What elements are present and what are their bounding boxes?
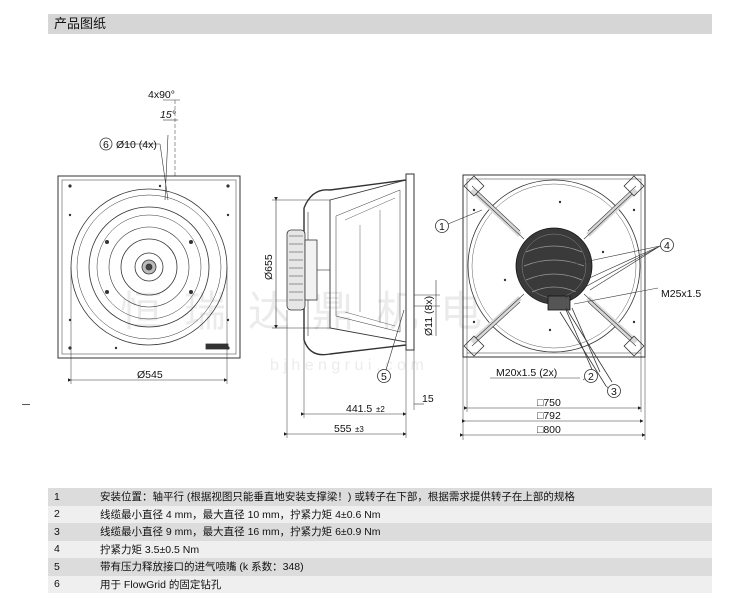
note-text: 线缆最小直径 4 mm，最大直径 10 mm，拧紧力矩 4±0.6 Nm	[96, 505, 712, 523]
dim-555-tol: ±3	[355, 425, 364, 434]
callout-1-circle	[435, 219, 449, 233]
m20-label: M20x1.5 (2x)	[496, 367, 557, 379]
note-number: 2	[48, 505, 96, 523]
sq-792-label: □792	[537, 410, 561, 422]
watermark-url: b j h e n g r u i . c o m	[270, 357, 424, 374]
table-row: 2 线缆最小直径 4 mm，最大直径 10 mm，拧紧力矩 4±0.6 Nm	[48, 505, 712, 523]
table-row: 1 安装位置：轴平行 (根据视图只能垂直地安装支撑梁！) 或转子在下部，根据需求…	[48, 488, 712, 506]
drawing-canvas: 恒瑞达鼎机电 b j h e n g r u i . c o m	[57, 89, 701, 440]
note-text: 线缆最小直径 9 mm，最大直径 16 mm，拧紧力矩 6±0.9 Nm	[96, 523, 712, 541]
section-header: 产品图纸	[48, 14, 712, 34]
dia-655-label: Ø655	[263, 254, 275, 280]
front-view	[57, 99, 241, 384]
table-row: 3 线缆最小直径 9 mm，最大直径 16 mm，拧紧力矩 6±0.9 Nm	[48, 523, 712, 541]
margin-mark	[22, 404, 30, 405]
note-text: 安装位置：轴平行 (根据视图只能垂直地安装支撑梁！) 或转子在下部，根据需求提供…	[96, 488, 712, 506]
callout-6-circle	[99, 137, 113, 151]
note-number: 1	[48, 488, 96, 506]
dia-11-label: Ø11 (8x)	[423, 296, 435, 336]
note-text: 拧紧力矩 3.5±0.5 Nm	[96, 540, 712, 558]
m25-label: M25x1.5	[661, 288, 701, 300]
angle-offset-label: 15°	[160, 109, 176, 121]
technical-drawing: 恒瑞达鼎机电 b j h e n g r u i . c o m	[0, 40, 750, 480]
callout-1-label: 1	[439, 221, 445, 233]
note-text: 带有压力释放接口的进气喷嘴 (k 系数：348)	[96, 558, 712, 576]
callout-6-label: 6	[103, 139, 109, 151]
note-number: 4	[48, 540, 96, 558]
callout-2-circle	[584, 369, 598, 383]
table-row: 6 用于 FlowGrid 的固定钻孔	[48, 575, 712, 593]
angle-count-label: 4x90°	[148, 89, 175, 101]
note-text: 用于 FlowGrid 的固定钻孔	[96, 575, 712, 593]
dia-545-label: Ø545	[137, 369, 163, 381]
note-number: 6	[48, 575, 96, 593]
sq-750-label: □750	[537, 397, 561, 409]
note-number: 3	[48, 523, 96, 541]
dim-555-label: 555	[334, 423, 352, 435]
callout-4-circle	[660, 238, 674, 252]
table-row: 5 带有压力释放接口的进气喷嘴 (k 系数：348)	[48, 558, 712, 576]
callout-5-label: 5	[381, 371, 387, 383]
sq-800-label: □800	[537, 424, 561, 436]
hole-spec-label: Ø10 (4x)	[116, 139, 157, 151]
note-number: 5	[48, 558, 96, 576]
rear-view	[447, 174, 661, 440]
side-view	[272, 173, 440, 438]
dim-441-label: 441.5	[346, 403, 372, 415]
notes-table: 1 安装位置：轴平行 (根据视图只能垂直地安装支撑梁！) 或转子在下部，根据需求…	[48, 488, 712, 593]
dim-441-tol: ±2	[376, 405, 385, 414]
section-title: 产品图纸	[54, 16, 107, 31]
table-row: 4 拧紧力矩 3.5±0.5 Nm	[48, 540, 712, 558]
callout-5-circle	[377, 369, 391, 383]
callout-3-circle	[607, 384, 621, 398]
callout-3-label: 3	[611, 386, 617, 398]
callout-4-label: 4	[664, 240, 670, 252]
callout-2-label: 2	[588, 371, 594, 383]
dim-15-label: 15	[422, 393, 434, 405]
